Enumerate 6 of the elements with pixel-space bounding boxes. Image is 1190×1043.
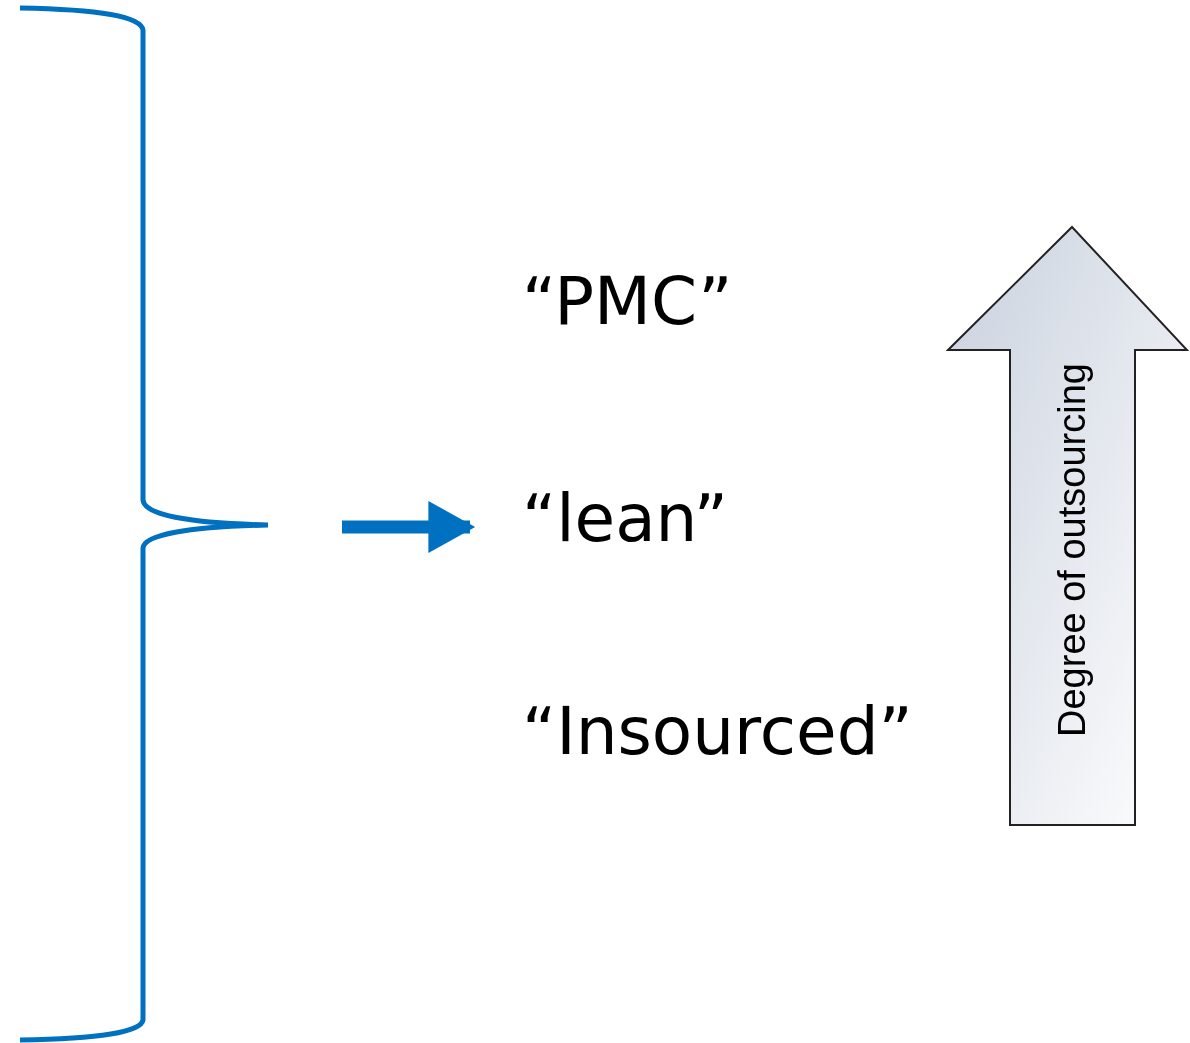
up-arrow [946,225,1189,827]
term-label: “Insourced” [522,699,913,765]
arrow-label: Degree of outsourcing [1050,363,1094,737]
arrow [342,501,476,553]
term-label: “PMC” [522,269,733,335]
term-label: “lean” [522,486,728,552]
